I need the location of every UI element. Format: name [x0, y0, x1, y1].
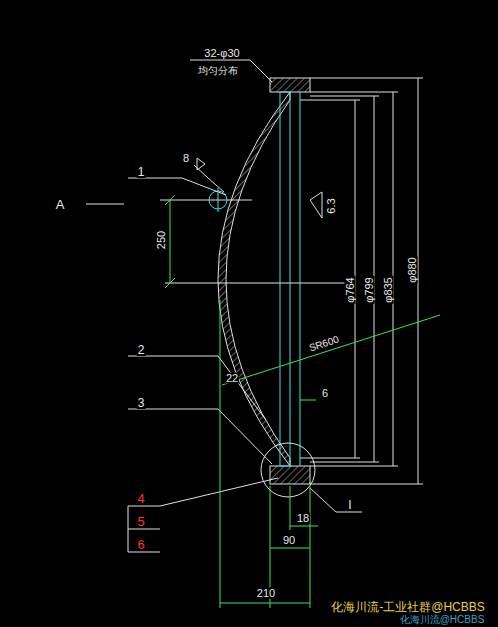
- dimension-label: φ835: [383, 276, 394, 304]
- dimension-label: φ880: [407, 256, 418, 284]
- dimension-label: I: [347, 499, 352, 511]
- callout-number: 2: [137, 344, 146, 356]
- dimension-label: φ799: [364, 276, 375, 304]
- dimension-label: 8: [182, 153, 190, 164]
- dimension-label: 250: [156, 230, 167, 250]
- callout-number: 3: [137, 397, 146, 409]
- dimension-label: 18: [296, 513, 310, 524]
- callout-number: 5: [136, 515, 145, 528]
- dimension-label: 均匀分布: [197, 66, 239, 76]
- dimension-label: 32-φ30: [203, 48, 240, 59]
- shell: [218, 92, 290, 466]
- dimension-label: φ764: [345, 276, 356, 304]
- dimension-label: 210: [256, 588, 276, 599]
- dimension-label: A: [55, 198, 66, 211]
- dimension-label: SR600: [307, 334, 341, 354]
- watermark: 化海川流-工业社群@HCBBS: [330, 601, 486, 613]
- dimension-label: 90: [282, 535, 296, 546]
- dimension-label: 6: [321, 388, 329, 399]
- dimension-label: 22: [225, 373, 239, 384]
- callout-number: 1: [137, 166, 146, 178]
- watermark: 化海川流@HCBBS: [399, 615, 486, 625]
- callout-number: 6: [136, 538, 145, 551]
- dimension-label: 6.3: [326, 197, 337, 214]
- callout-number: 4: [136, 492, 145, 505]
